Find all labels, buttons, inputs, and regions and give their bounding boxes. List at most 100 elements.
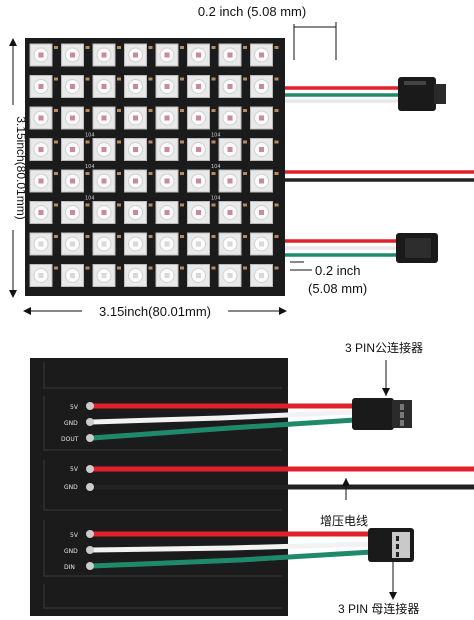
led-cell [61,106,90,130]
smd-capacitor [180,109,184,112]
label-male-connector: 3 PIN公连接器 [345,340,423,355]
led-cell [187,138,216,161]
male-connector-top-pins [434,84,446,104]
led-cell [218,232,247,256]
dim-bottom-bg [82,302,228,320]
led-cell [187,75,216,98]
led-cell [61,43,90,67]
led-cell [61,201,90,224]
label-female-connector: 3 PIN 母连接器 [338,601,419,616]
smd-capacitor [243,140,247,144]
smd-capacitor [243,46,247,49]
led-die [196,273,201,278]
chip-label: 104 [211,133,221,139]
smd-capacitor [180,203,184,207]
led-die [259,273,264,278]
dim-left-bg [4,105,22,230]
female-connector-bottom-hole [396,544,399,549]
smd-capacitor [85,77,90,81]
smd-capacitor [117,266,121,270]
led-cell [92,75,121,98]
smd-capacitor [117,172,121,175]
led-die [133,273,138,278]
dim-left-label: 3.15inch(80.01mm) [14,116,28,219]
led-die [70,115,75,121]
outline-3 [43,460,282,511]
smd-capacitor [274,203,279,207]
pad-label-gnd-2: GND [64,484,78,491]
pad-label-5v-3: 5V [70,532,79,539]
top-wires-upper [285,77,446,111]
smd-capacitor [85,140,90,144]
smd-capacitor [180,77,184,81]
led-die [259,115,264,121]
led-die [101,210,107,215]
smd-capacitor [243,235,247,238]
pad-label-5v-2: 5V [70,466,79,473]
smd-capacitor [243,266,247,270]
wire-white-b3 [91,541,373,553]
led-die [101,241,107,247]
male-connector-top [398,77,436,111]
led-cell [124,138,153,161]
led-die [196,210,201,215]
smd-capacitor [148,77,153,81]
smd-capacitor [117,77,121,81]
smd-capacitor [148,266,153,270]
led-die [38,178,44,184]
led-cell [187,43,216,67]
led-cell [250,201,279,224]
led-die [70,178,75,184]
led-cell [61,264,90,287]
smd-capacitor [148,46,153,49]
smd-capacitor [180,172,184,175]
solder-pads [86,402,94,570]
smd-capacitor [180,46,184,49]
led-die [101,273,107,278]
led-die [70,210,75,215]
smd-capacitor [85,172,90,175]
smd-capacitor [211,235,216,238]
led-die [227,147,233,152]
led-cell [250,43,279,67]
smd-capacitor [117,46,121,49]
led-cell [92,201,121,224]
led-die [259,147,264,152]
smd-capacitor [211,46,216,49]
outline-2 [43,396,282,451]
led-cell [124,106,153,130]
led-cell [155,43,184,67]
led-cell [124,201,153,224]
solder-pad [86,465,94,473]
led-cell [29,106,58,130]
led-cell [92,169,121,193]
led-cell [92,106,121,130]
smd-capacitor [85,109,90,112]
led-cell [124,43,153,67]
smd-capacitor [54,109,58,112]
led-cell [218,75,247,98]
led-die [133,147,138,152]
dim-right-label-1: 0.2 inch [315,263,361,278]
smd-capacitor [85,46,90,49]
smd-capacitor [148,140,153,144]
smd-capacitor [148,109,153,112]
led-die [227,273,233,278]
smd-capacitor [243,172,247,175]
dim-bottom-arrow-left [23,307,31,315]
dim-left-arrow-top [9,38,17,46]
led-cell [155,138,184,161]
led-die [164,115,170,121]
smd-capacitor [211,109,216,112]
top-wires-lower [285,233,438,263]
smd-capacitor [117,109,121,112]
led-die [70,273,75,278]
smd-capacitor [211,203,216,207]
led-die [196,52,201,58]
smd-capacitor [274,172,279,175]
led-cell [61,169,90,193]
smd-capacitor [117,140,121,144]
callout-female-arrow [389,592,397,600]
led-cell [155,201,184,224]
led-cell [250,264,279,287]
